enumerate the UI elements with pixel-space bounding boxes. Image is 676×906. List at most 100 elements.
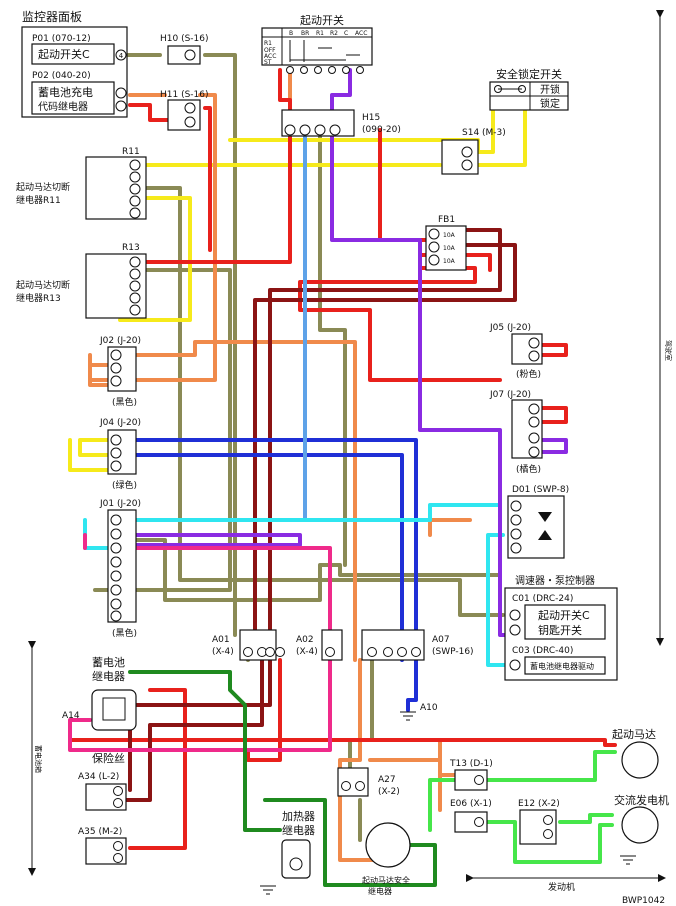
a01-type: (X-4): [212, 647, 234, 657]
a34-label: A34 (L-2): [78, 772, 119, 782]
junction-j05: J05 (J-20) (粉色): [489, 323, 543, 380]
starter-motor: 起动马达: [612, 728, 659, 779]
fuse-box-fb1: FB1 10A 10A 10A: [425, 215, 467, 271]
j07-pin: [528, 416, 540, 428]
fb1-pin: [428, 228, 440, 240]
j01-pin: [110, 584, 122, 596]
p01-label: P01 (070-12): [32, 34, 91, 44]
a07-type: (SWP-16): [432, 647, 474, 657]
j01-pin: [110, 528, 122, 540]
j04-color: (绿色): [112, 479, 137, 491]
t13-pin: [474, 775, 484, 785]
switch-terminal: [300, 66, 308, 74]
c03-box: [524, 656, 606, 675]
j07-color: (橘色): [516, 463, 541, 475]
j01-pin: [110, 514, 122, 526]
a07-pin: [383, 647, 393, 657]
a14-label: A14: [62, 711, 80, 721]
relay-r11: R11 起动马达切断 继电器R11: [16, 147, 147, 220]
wire-red: [68, 738, 617, 747]
battery-relay-body: [91, 689, 137, 731]
a07-pin: [411, 647, 421, 657]
j01-pin: [110, 556, 122, 568]
j01-color: (黑色): [112, 627, 137, 639]
d01-label: D01 (SWP-8): [512, 485, 569, 495]
p01-pin: [115, 49, 127, 61]
wire-orange: [128, 340, 357, 662]
r13-pin: [129, 280, 141, 292]
c01-box: [524, 604, 606, 640]
wire-red: [531, 343, 568, 357]
drawing-number: BWP1042: [622, 896, 665, 906]
wire-pink: [83, 533, 332, 647]
battery-relay-title: 蓄电池: [92, 656, 125, 669]
h15-type: (090-20): [362, 125, 401, 135]
cab-frame-label: 驾驶室: [664, 340, 673, 361]
a34-pin: [113, 786, 123, 796]
ground-icon: [260, 885, 276, 895]
controller-title: 调速器・泵控制器: [515, 574, 595, 587]
connector-s14: S14 (M-3): [441, 128, 506, 175]
connector-h11: H11 (S-16): [160, 90, 209, 131]
a35-pin: [113, 853, 123, 863]
a27-description: 起动马达安全: [362, 875, 410, 885]
switch-terminal: [342, 66, 350, 74]
r11-pin: [129, 207, 141, 219]
heater-relay-title-2: 继电器: [282, 824, 315, 837]
safety-lock-title: 安全锁定开关: [496, 67, 562, 81]
p01-pin-number: 4: [119, 52, 124, 60]
a27-body: [337, 767, 369, 797]
wire-blue: [406, 658, 418, 712]
j01-pin: [110, 542, 122, 554]
unlock-label: 开锁: [540, 83, 560, 96]
c03-pin: [509, 659, 521, 671]
h15-pin: [329, 124, 341, 136]
j07-pin: [528, 403, 540, 415]
h11-pin: [184, 116, 196, 128]
wire-purple: [330, 68, 514, 637]
r11-label: R11: [122, 147, 140, 157]
switch-terminal: [286, 66, 294, 74]
s14-body: [441, 139, 479, 175]
wire-purple: [531, 438, 568, 454]
p02-label: P02 (040-20): [32, 71, 91, 81]
connector-h15: H15 (090-20): [281, 109, 401, 137]
lock-label: 锁定: [540, 97, 560, 110]
connector-a01: A01 (X-4): [212, 629, 285, 661]
wire-green: [128, 670, 282, 832]
a35-pin: [113, 841, 123, 851]
a01-pin: [243, 647, 253, 657]
r13-pin: [129, 292, 141, 304]
sw-col-r2: R2: [330, 30, 338, 37]
j02-color: (黑色): [112, 396, 137, 408]
starter-title: 起动马达: [612, 728, 656, 741]
j07-label: J07 (J-20): [489, 390, 531, 400]
a07-pin: [367, 647, 377, 657]
a27-pin: [341, 781, 351, 791]
p01-function: 起动开关C: [38, 47, 90, 61]
c01-label: C01 (DRC-24): [512, 594, 573, 604]
wire-purple: [128, 533, 302, 547]
connector-a07: A07 (SWP-16): [361, 629, 474, 661]
ground-icon: [620, 855, 636, 865]
fuse-title: 保险丝: [92, 751, 125, 765]
j05-label: J05 (J-20): [489, 323, 531, 333]
r11-pin: [129, 183, 141, 195]
a27-type: (X-2): [378, 787, 400, 797]
r11-description: 起动马达切断: [16, 181, 70, 193]
sw-col-acc: ACC: [355, 30, 367, 37]
j05-pin: [528, 350, 540, 362]
e12-label: E12 (X-2): [518, 799, 560, 809]
sw-col-br: BR: [301, 30, 309, 37]
j05-color: (粉色): [516, 368, 541, 380]
relay-r13: R13 起动马达切断 继电器R13: [16, 243, 147, 319]
h10-pin: [184, 49, 196, 61]
j04-label: J04 (J-20): [99, 418, 141, 428]
fb1-pin: [428, 241, 440, 253]
p02-pin: [115, 87, 127, 99]
wire-red: [278, 68, 292, 120]
r13-label: R13: [122, 243, 140, 253]
e06-pin: [474, 817, 484, 827]
wire-orange: [88, 93, 217, 382]
c01-function-2: 钥匙开关: [538, 623, 582, 637]
